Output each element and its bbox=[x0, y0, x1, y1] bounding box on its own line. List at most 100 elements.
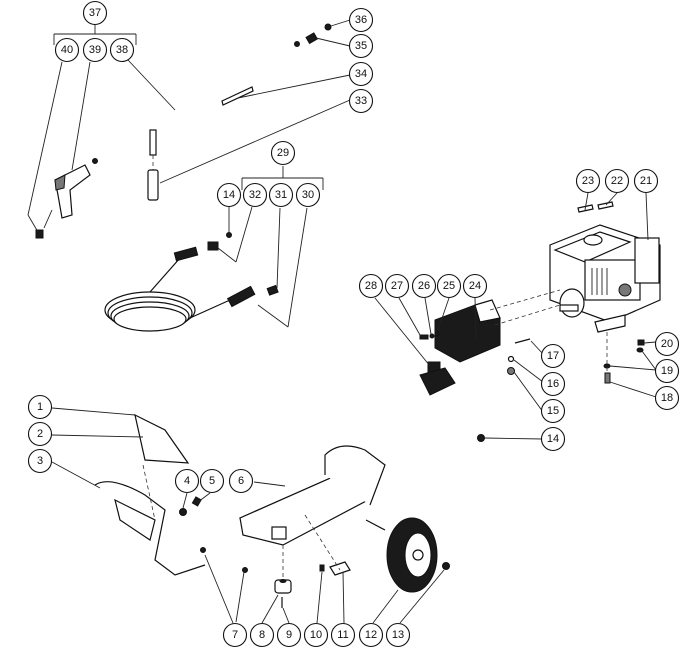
callout-label: 38 bbox=[116, 44, 128, 56]
callout-35[interactable]: 35 bbox=[348, 33, 374, 59]
callout-label: 3 bbox=[37, 455, 43, 467]
gun-inlet-fitting bbox=[35, 229, 44, 239]
hose-assembly bbox=[104, 232, 279, 332]
hose-crimp-a bbox=[173, 246, 199, 262]
pump bbox=[419, 289, 561, 442]
callout-27[interactable]: 27 bbox=[384, 273, 410, 299]
hose-coupler bbox=[207, 241, 219, 251]
callout-label: 31 bbox=[275, 189, 287, 201]
pump-shaft-guide-a bbox=[489, 289, 561, 311]
pump-lockwasher-25 bbox=[434, 331, 440, 337]
callout-label: 24 bbox=[469, 280, 481, 292]
callout-label: 6 bbox=[238, 475, 244, 487]
callout-37[interactable]: 37 bbox=[82, 0, 108, 26]
engine-washer-19a bbox=[636, 347, 644, 353]
callout-9[interactable]: 9 bbox=[276, 622, 302, 648]
rubber-foot-hole bbox=[279, 579, 287, 583]
pump-shaft-guide-b bbox=[494, 304, 561, 326]
callout-14-hose[interactable]: 14 bbox=[216, 182, 242, 208]
callout-3[interactable]: 3 bbox=[27, 448, 53, 474]
callout-label: 30 bbox=[302, 189, 314, 201]
callout-36[interactable]: 36 bbox=[348, 7, 374, 33]
callout-11[interactable]: 11 bbox=[330, 622, 356, 648]
callout-28[interactable]: 28 bbox=[358, 273, 384, 299]
callout-13[interactable]: 13 bbox=[385, 622, 411, 648]
callout-32[interactable]: 32 bbox=[242, 182, 268, 208]
callout-31[interactable]: 31 bbox=[268, 182, 294, 208]
wheel-hub bbox=[412, 549, 424, 561]
callout-40[interactable]: 40 bbox=[54, 37, 80, 63]
callout-label: 10 bbox=[310, 629, 322, 641]
callout-39[interactable]: 39 bbox=[82, 37, 108, 63]
crankcase bbox=[559, 288, 585, 318]
callout-21[interactable]: 21 bbox=[633, 168, 659, 194]
callout-label: 13 bbox=[392, 629, 404, 641]
spray-gun bbox=[54, 164, 91, 219]
callout-20[interactable]: 20 bbox=[654, 331, 680, 357]
callout-label: 32 bbox=[249, 189, 261, 201]
callout-6[interactable]: 6 bbox=[228, 468, 254, 494]
pump-plug-14 bbox=[477, 434, 485, 442]
callout-18[interactable]: 18 bbox=[654, 385, 680, 411]
gun-body-shade bbox=[54, 174, 66, 191]
hose-coil-4 bbox=[113, 306, 187, 332]
callout-10[interactable]: 10 bbox=[303, 622, 329, 648]
callout-26[interactable]: 26 bbox=[411, 273, 437, 299]
hose-tray bbox=[134, 413, 190, 464]
hose-crimp-b bbox=[226, 285, 256, 308]
callout-19[interactable]: 19 bbox=[654, 358, 680, 384]
hose-end-b bbox=[189, 299, 231, 319]
callout-label: 12 bbox=[365, 629, 377, 641]
gun-inlet-stem bbox=[43, 209, 53, 229]
pump-key-17 bbox=[514, 338, 531, 344]
callout-17[interactable]: 17 bbox=[540, 343, 566, 369]
cart-leaders bbox=[51, 407, 445, 624]
callout-2[interactable]: 2 bbox=[27, 421, 53, 447]
frame-bracket bbox=[271, 526, 287, 540]
callout-33[interactable]: 33 bbox=[348, 88, 374, 114]
callout-16[interactable]: 16 bbox=[540, 371, 566, 397]
callout-8[interactable]: 8 bbox=[249, 622, 275, 648]
engine-vents bbox=[591, 268, 608, 295]
callout-14-pump[interactable]: 14 bbox=[540, 426, 566, 452]
callout-38[interactable]: 38 bbox=[109, 37, 135, 63]
wand-fitting bbox=[92, 158, 98, 164]
gun-group-bracket bbox=[27, 19, 351, 233]
pump-bolt-27 bbox=[419, 334, 429, 340]
callout-label: 37 bbox=[89, 7, 101, 19]
callout-22[interactable]: 22 bbox=[604, 168, 630, 194]
callout-label: 22 bbox=[611, 175, 623, 187]
callout-24[interactable]: 24 bbox=[462, 273, 488, 299]
pump-flange bbox=[474, 299, 501, 323]
wand-holder bbox=[147, 169, 159, 201]
callout-label: 25 bbox=[443, 280, 455, 292]
callout-label: 23 bbox=[582, 175, 594, 187]
callout-30[interactable]: 30 bbox=[295, 182, 321, 208]
spray-wand-assembly bbox=[35, 23, 332, 239]
callout-label: 28 bbox=[365, 280, 377, 292]
callout-15[interactable]: 15 bbox=[540, 398, 566, 424]
callout-7[interactable]: 7 bbox=[222, 622, 248, 648]
pump-fitting-15 bbox=[507, 367, 515, 375]
callout-1[interactable]: 1 bbox=[27, 394, 53, 420]
hose-fitting bbox=[266, 284, 279, 296]
gun-holder-bracket bbox=[114, 498, 156, 541]
callout-label: 29 bbox=[277, 147, 289, 159]
callout-label: 9 bbox=[286, 629, 292, 641]
callout-34[interactable]: 34 bbox=[348, 61, 374, 87]
callout-label: 40 bbox=[61, 44, 73, 56]
recoil-starter bbox=[618, 283, 632, 297]
callout-25[interactable]: 25 bbox=[436, 273, 462, 299]
callout-label: 26 bbox=[418, 280, 430, 292]
callout-label: 5 bbox=[209, 475, 215, 487]
callout-12[interactable]: 12 bbox=[358, 622, 384, 648]
callout-label: 36 bbox=[355, 14, 367, 26]
callout-5[interactable]: 5 bbox=[199, 468, 225, 494]
callout-4[interactable]: 4 bbox=[174, 468, 200, 494]
callout-23[interactable]: 23 bbox=[575, 168, 601, 194]
holder-stem bbox=[149, 129, 157, 156]
callout-29[interactable]: 29 bbox=[270, 140, 296, 166]
callout-label: 16 bbox=[547, 378, 559, 390]
frame-nut-4 bbox=[179, 508, 187, 516]
